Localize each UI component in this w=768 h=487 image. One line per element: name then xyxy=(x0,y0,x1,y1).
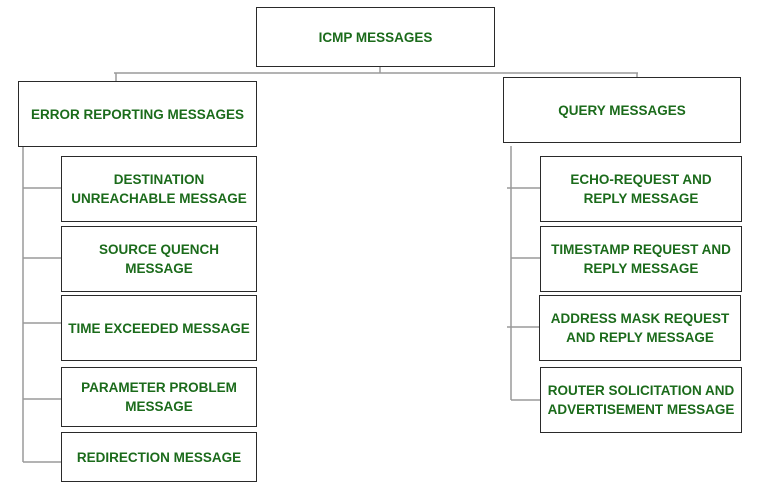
leaf-node-source-quench: SOURCE QUENCH MESSAGE xyxy=(61,226,257,292)
root-node-icmp-messages: ICMP MESSAGES xyxy=(256,7,495,67)
leaf-node-timestamp-request: TIMESTAMP REQUEST AND REPLY MESSAGE xyxy=(540,226,742,292)
branch-node-error-reporting: ERROR REPORTING MESSAGES xyxy=(18,81,257,147)
leaf-node-address-mask-request: ADDRESS MASK REQUEST AND REPLY MESSAGE xyxy=(539,295,741,361)
root-node-label: ICMP MESSAGES xyxy=(318,29,433,45)
leaf-node-router-solicitation: ROUTER SOLICITATION AND ADVERTISEMENT ME… xyxy=(540,367,742,433)
leaf-node-label: ADDRESS MASK REQUEST AND REPLY MESSAGE xyxy=(550,311,730,345)
leaf-node-echo-request: ECHO-REQUEST AND REPLY MESSAGE xyxy=(540,156,742,222)
leaf-node-parameter-problem: PARAMETER PROBLEM MESSAGE xyxy=(61,367,257,427)
branch-node-label: ERROR REPORTING MESSAGES xyxy=(30,106,245,122)
leaf-node-label: TIMESTAMP REQUEST AND REPLY MESSAGE xyxy=(551,242,731,276)
leaf-node-time-exceeded: TIME EXCEEDED MESSAGE xyxy=(61,295,257,361)
branch-node-label: QUERY MESSAGES xyxy=(558,102,686,118)
leaf-node-label: ECHO-REQUEST AND REPLY MESSAGE xyxy=(570,172,712,206)
leaf-node-label: REDIRECTION MESSAGE xyxy=(76,449,242,465)
leaf-node-label: PARAMETER PROBLEM MESSAGE xyxy=(81,380,237,414)
leaf-node-label: TIME EXCEEDED MESSAGE xyxy=(68,320,250,336)
leaf-node-label: ROUTER SOLICITATION AND ADVERTISEMENT ME… xyxy=(547,383,735,417)
leaf-node-destination-unreachable: DESTINATION UNREACHABLE MESSAGE xyxy=(61,156,257,222)
leaf-node-redirection: REDIRECTION MESSAGE xyxy=(61,432,257,482)
leaf-node-label: DESTINATION UNREACHABLE MESSAGE xyxy=(71,172,247,206)
branch-node-query: QUERY MESSAGES xyxy=(503,77,741,143)
leaf-node-label: SOURCE QUENCH MESSAGE xyxy=(98,242,219,276)
